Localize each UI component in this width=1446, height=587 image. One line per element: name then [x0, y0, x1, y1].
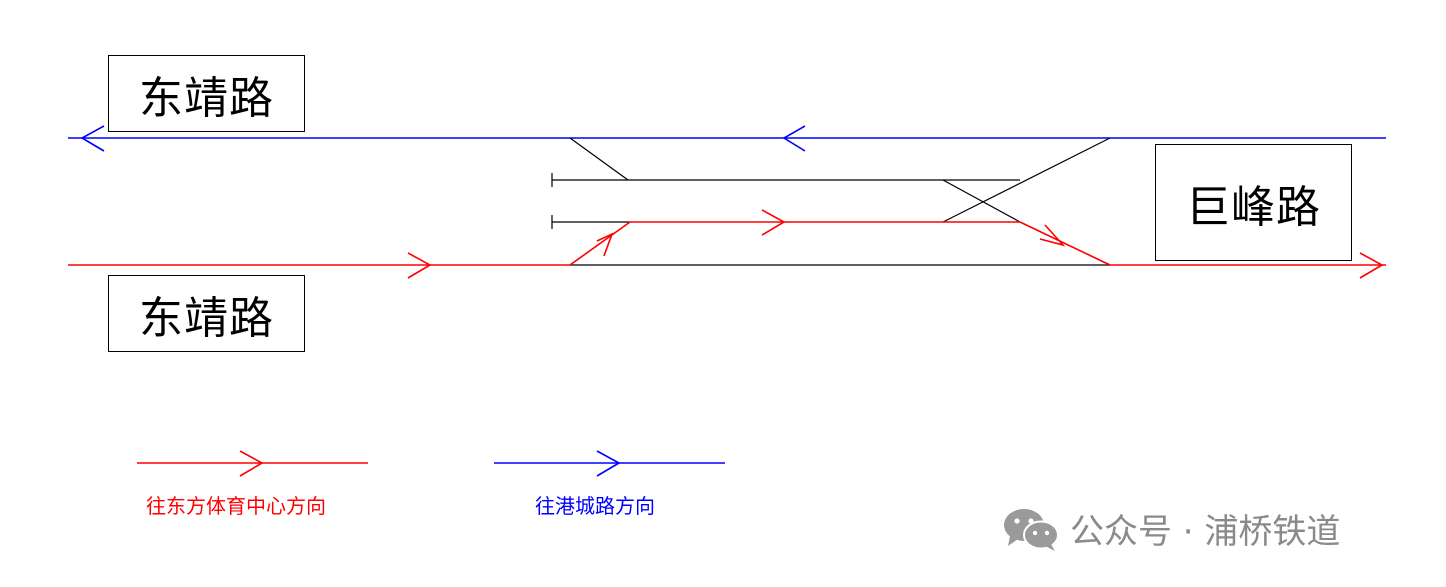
red-arrowhead-siding	[761, 209, 786, 236]
red-arrowhead-turnout	[596, 232, 614, 257]
legend-blue-arrowhead	[596, 450, 621, 477]
station-name: 巨峰路	[1186, 181, 1321, 233]
red-arrowhead-right	[1359, 252, 1384, 279]
station-label-right: 巨峰路	[1155, 144, 1352, 261]
station-name: 东靖路	[139, 72, 274, 124]
station-label-bottom-left: 东靖路	[108, 275, 305, 352]
watermark: 公众号 · 浦桥铁道	[1002, 504, 1340, 553]
legend-red-arrowhead	[239, 450, 264, 477]
red-turnout-down	[1019, 221, 1111, 266]
station-name: 东靖路	[139, 292, 274, 344]
turnout-right-upper	[942, 137, 1111, 223]
turnout-left-upper	[569, 137, 629, 181]
red-turnout-up	[569, 221, 631, 266]
watermark-text: 公众号 · 浦桥铁道	[1070, 512, 1341, 552]
red-arrowhead-turnout-down	[1039, 224, 1066, 247]
legend-blue-label: 往港城路方向	[535, 494, 655, 518]
blue-arrowhead-mid	[782, 125, 806, 152]
scissors-crossover	[942, 179, 1021, 223]
red-arrowhead-left	[407, 252, 432, 279]
wechat-icon	[1004, 508, 1059, 551]
legend-red-label: 往东方体育中心方向	[146, 494, 326, 518]
station-label-top-left: 东靖路	[108, 55, 305, 132]
blue-arrowhead-left	[80, 125, 105, 152]
